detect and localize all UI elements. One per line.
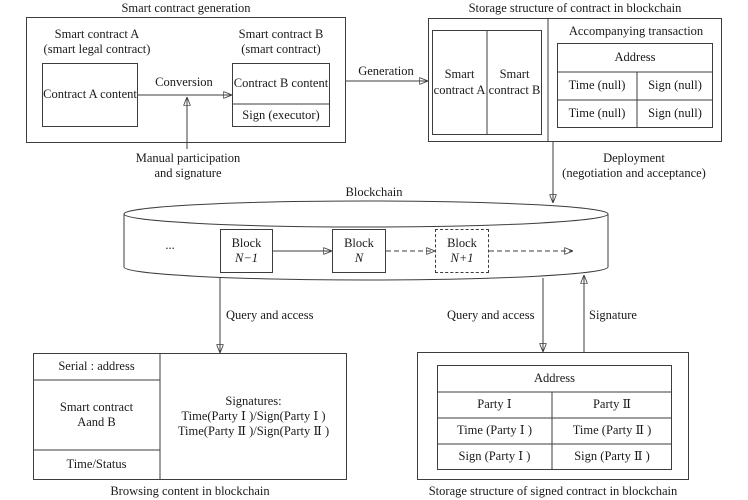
signatures-line3: Time(Party Ⅱ )/Sign(Party Ⅱ )	[177, 424, 330, 439]
accompanying-transaction-table	[557, 43, 713, 128]
contract-b-caption-line1: Smart contract B	[238, 27, 324, 41]
block-index: N−1	[234, 251, 259, 265]
serial-address-label: Serial : address	[58, 358, 135, 373]
arrows	[138, 81, 584, 353]
storage-section-box	[428, 18, 722, 142]
query-right-label: Query and access	[447, 308, 535, 322]
blockchain-title: Blockchain	[345, 185, 403, 199]
browsing-caption: Browsing content in blockchain	[110, 484, 270, 498]
time-party2-label: Time (Party Ⅱ )	[572, 423, 652, 438]
signed-storage-caption: Storage structure of signed contract in …	[428, 484, 678, 498]
time-status-label: Time/Status	[66, 457, 127, 472]
stored-contracts-box	[432, 30, 542, 135]
generation-section-title: Smart contract generation	[121, 1, 251, 15]
contract-b-sign-cell: Sign (executor)	[232, 104, 330, 127]
block-n-minus-1: Block N−1	[220, 229, 273, 273]
stored-contract-b-label: Smart contract B	[488, 67, 541, 97]
contract-ab-label: Smart contract Aand B	[59, 399, 134, 429]
transaction-time-cell-1: Time (null)	[557, 72, 637, 100]
transaction-address-label: Address	[614, 49, 656, 64]
party2-label: Party Ⅱ	[592, 397, 631, 412]
block-index: N+1	[450, 251, 474, 265]
table-dividers	[33, 18, 713, 480]
transaction-time-2: Time (null)	[568, 106, 626, 121]
signatures-line1: Signatures:	[225, 393, 282, 408]
contract-b-content-cell: Contract B content	[232, 63, 330, 104]
block-name: Block	[231, 235, 262, 250]
block-name: Block	[447, 235, 477, 250]
stored-contract-a-label: Smart contract A	[433, 67, 486, 97]
transaction-time-cell-2: Time (null)	[557, 100, 637, 128]
contract-a-caption-line2: (smart legal contract)	[43, 42, 151, 57]
contract-a-caption-line1: Smart contract A	[54, 27, 140, 41]
contract-b-caption-line2: (smart contract)	[241, 42, 321, 57]
browsing-box	[33, 353, 347, 480]
contract-b-content-label: Contract B content	[233, 75, 329, 90]
storage-section-title: Storage structure of contract in blockch…	[468, 1, 682, 15]
time-party1-cell: Time (Party Ⅰ )	[437, 418, 552, 444]
signed-address-header: Address	[437, 365, 672, 392]
contract-a-content-label: Contract A content	[43, 87, 137, 102]
contract-b-sign-label: Sign (executor)	[242, 107, 320, 122]
deployment-label-line2: (negotiation and acceptance)	[562, 166, 706, 181]
block-n: Block N	[332, 229, 386, 273]
contract-a-caption: Smart contract A (smart legal contract)	[26, 27, 168, 58]
party1-label: Party Ⅰ	[477, 397, 512, 412]
deployment-label-line1: Deployment	[603, 151, 665, 165]
time-party1-label: Time (Party Ⅰ )	[457, 423, 532, 438]
signature-label: Signature	[589, 308, 637, 322]
transaction-address-header: Address	[557, 43, 713, 72]
manual-participation-note: Manual participation and signature	[110, 151, 266, 182]
deployment-label: Deployment (negotiation and acceptance)	[553, 151, 715, 182]
block-n-plus-1: Block N+1	[435, 229, 489, 273]
query-left-label: Query and access	[226, 308, 314, 322]
sign-party1-label: Sign (Party Ⅰ )	[458, 449, 531, 464]
transaction-time-1: Time (null)	[568, 78, 626, 93]
signed-table	[437, 365, 672, 470]
contract-b-box	[232, 63, 330, 127]
contract-b-caption: Smart contract B (smart contract)	[214, 27, 348, 58]
stored-contract-b-cell: Smart contract B	[487, 30, 542, 135]
serial-address-cell: Serial : address	[33, 353, 160, 380]
sign-party2-label: Sign (Party Ⅱ )	[574, 449, 650, 464]
sign-party1-cell: Sign (Party Ⅰ )	[437, 444, 552, 470]
blockchain-ellipsis: ...	[165, 238, 175, 252]
time-party2-cell: Time (Party Ⅱ )	[552, 418, 672, 444]
contract-a-content-box: Contract A content	[42, 63, 138, 127]
transaction-sign-cell-1: Sign (null)	[637, 72, 713, 100]
generation-section-box	[26, 17, 346, 143]
party1-cell: Party Ⅰ	[437, 392, 552, 418]
blockchain-cylinder	[123, 200, 609, 281]
party2-cell: Party Ⅱ	[552, 392, 672, 418]
stored-contract-a-cell: Smart contract A	[432, 30, 487, 135]
conversion-label: Conversion	[155, 75, 213, 89]
transaction-sign-2: Sign (null)	[648, 106, 702, 121]
signatures-line2: Time(Party Ⅰ )/Sign(Party Ⅰ )	[181, 408, 326, 423]
contract-ab-cell: Smart contract Aand B	[33, 380, 160, 450]
signed-address-label: Address	[534, 370, 575, 385]
transaction-sign-1: Sign (null)	[648, 78, 702, 93]
signatures-cell: Signatures: Time(Party Ⅰ )/Sign(Party Ⅰ …	[160, 353, 347, 480]
manual-note-line1: Manual participation	[135, 151, 241, 165]
manual-note-line2: and signature	[154, 166, 222, 181]
accompanying-transaction-title: Accompanying transaction	[568, 24, 704, 38]
generation-arrow-label: Generation	[358, 64, 414, 78]
transaction-sign-cell-2: Sign (null)	[637, 100, 713, 128]
block-index: N	[354, 251, 364, 265]
signed-storage-box	[417, 352, 689, 480]
block-name: Block	[344, 235, 374, 250]
time-status-cell: Time/Status	[33, 450, 160, 480]
sign-party2-cell: Sign (Party Ⅱ )	[552, 444, 672, 470]
